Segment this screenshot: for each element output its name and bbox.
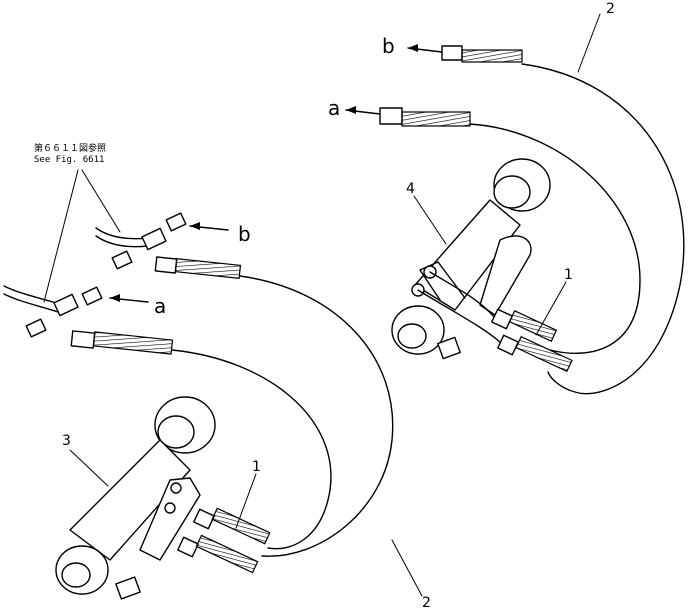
left-assembly	[3, 169, 423, 600]
right-fitting-b-top	[407, 44, 523, 63]
left-fitting-1-lower	[177, 534, 259, 574]
reference-note: 第６６１１図参照 See Fig. 6611	[34, 144, 106, 166]
right-port-a-label: a	[328, 96, 341, 120]
left-port-b-label: b	[238, 222, 251, 246]
right-fitting-1-lower	[497, 334, 573, 373]
left-hose-b	[239, 275, 394, 557]
right-fitting-a-top	[345, 106, 471, 127]
right-fitting-1-upper	[491, 308, 558, 342]
right-cylinder	[391, 158, 551, 360]
left-port-a-label: a	[154, 294, 167, 318]
left-fitting-lower	[70, 330, 174, 355]
callout-left-fitting: 1	[252, 459, 261, 475]
callout-left-cylinder: 3	[62, 433, 71, 449]
left-hose-a	[171, 349, 332, 550]
left-fitting-upper	[154, 256, 242, 279]
left-cylinder	[55, 396, 216, 600]
leader-right-cylinder	[413, 195, 447, 245]
reference-note-en: See Fig. 6611	[34, 155, 105, 165]
leader-ref-b	[81, 169, 121, 233]
reference-note-jp: 第６６１１図参照	[34, 144, 107, 154]
right-port-b-label: b	[382, 34, 395, 58]
right-assembly	[345, 13, 685, 395]
callout-left-hose: 2	[422, 595, 431, 610]
callout-right-hose: 2	[606, 1, 615, 17]
leader-left-hose	[391, 539, 423, 597]
callout-right-cylinder: 4	[406, 181, 415, 197]
leader-ref-a	[43, 169, 79, 303]
leader-left-cylinder	[69, 449, 109, 487]
left-fitting-1-upper	[193, 507, 271, 545]
leader-left-fitting	[235, 473, 257, 529]
right-hose-b	[521, 63, 685, 395]
right-hose-a	[469, 123, 641, 354]
left-tee-a	[3, 285, 149, 338]
leader-right-hose	[577, 13, 601, 73]
leader-right-fitting	[535, 281, 567, 336]
callout-right-fitting: 1	[564, 267, 573, 283]
left-tee-b	[95, 212, 229, 270]
